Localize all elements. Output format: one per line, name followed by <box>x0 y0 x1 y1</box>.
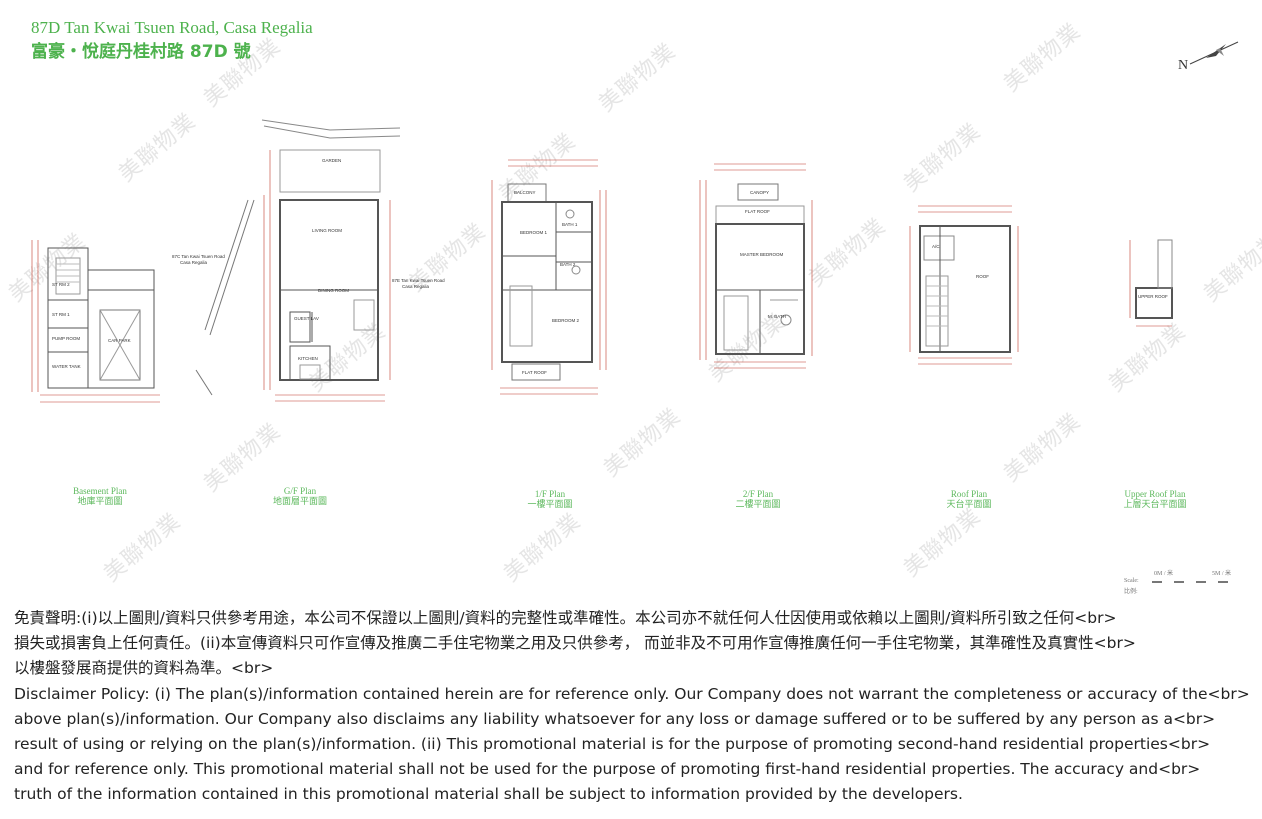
disclaimer-en-line: result of using or relying on the plan(s… <box>14 735 1211 754</box>
disclaimer-text: 免責聲明:(i)以上圖則/資料只供參考用途，本公司不保證以上圖則/資料的完整性或… <box>14 606 1258 808</box>
room-label: ST RM 2 <box>52 282 70 287</box>
room-label: BALCONY <box>514 190 536 195</box>
room-label: ROOF <box>976 274 989 279</box>
side-label: 87C Tan Kwai Tsuen Road <box>172 254 225 259</box>
room-label: FLAT ROOF <box>522 370 547 375</box>
side-label: Casa Regalia <box>402 284 430 289</box>
room-label: CAR PARK <box>108 338 131 343</box>
second-floor-plan-drawing <box>715 183 805 355</box>
property-title-en: 87D Tan Kwai Tsuen Road, Casa Regalia <box>31 18 313 37</box>
room-label: KITCHEN <box>298 356 318 361</box>
disclaimer-zh-line: 免責聲明:(i)以上圖則/資料只供參考用途，本公司不保證以上圖則/資料的完整性或… <box>14 609 1117 627</box>
room-label: BEDROOM 1 <box>520 230 548 235</box>
dimension-lines <box>31 150 1172 403</box>
disclaimer-en-line: and for reference only. This promotional… <box>14 760 1201 779</box>
basement-plan-drawing <box>47 247 155 389</box>
room-label: GARDEN <box>322 158 341 163</box>
disclaimer-en-line: above plan(s)/information. Our Company a… <box>14 709 1216 728</box>
room-label: M. BATH <box>768 314 786 319</box>
side-label: 87E Tan Kwai Tsuen Road <box>392 278 445 283</box>
room-label: PUMP ROOM <box>52 336 80 341</box>
room-label: LIVING ROOM <box>312 228 342 233</box>
floor-plans-drawing: ST RM 2 ST RM 1 PUMP ROOM WATER TANK CAR… <box>31 119 1173 403</box>
upper-roof-plan-drawing <box>1135 239 1173 319</box>
scale-bar: 0M / 米 5M / 米 Scale: 比例: <box>1124 571 1232 595</box>
room-label: FLAT ROOF <box>745 209 770 214</box>
north-label: N <box>1178 58 1189 73</box>
side-label: Casa Regalia <box>180 260 208 265</box>
disclaimer-zh-line: 以樓盤發展商提供的資料為準。<br> <box>14 659 274 678</box>
disclaimer-en-line: truth of the information contained in th… <box>14 785 963 804</box>
room-label: BATH 2 <box>560 262 576 267</box>
room-label: CANOPY <box>750 190 769 195</box>
room-label: MASTER BEDROOM <box>740 252 784 257</box>
room-label: ST RM 1 <box>52 312 70 317</box>
disclaimer-en-line: Disclaimer Policy: (i) The plan(s)/infor… <box>14 684 1250 703</box>
room-label: A/C <box>932 244 940 249</box>
property-title-zh: 富豪・悅庭丹桂村路 87D 號 <box>31 42 251 62</box>
room-label: WATER TANK <box>52 364 81 369</box>
room-label: BATH 1 <box>562 222 578 227</box>
disclaimer-zh-line: 損失或損害負上任何責任。(ii)本宣傳資料只可作宣傳及推廣二手住宅物業之用及只供… <box>14 634 1136 653</box>
room-label: GUEST LAV <box>294 316 319 321</box>
north-arrow-icon <box>1189 41 1239 65</box>
first-floor-plan-drawing <box>501 183 593 381</box>
room-label: BEDROOM 2 <box>552 318 580 323</box>
room-label: UPPER ROOF <box>1138 294 1168 299</box>
roof-plan-drawing <box>919 225 1011 353</box>
room-label: DINING ROOM <box>318 288 349 293</box>
floor-plan-image: 美聯物業 美聯物業 美聯物業 美聯物業 美聯物業 美聯物業 美聯物業 美聯物業 … <box>4 18 1262 595</box>
gf-plan-drawing <box>195 119 401 396</box>
